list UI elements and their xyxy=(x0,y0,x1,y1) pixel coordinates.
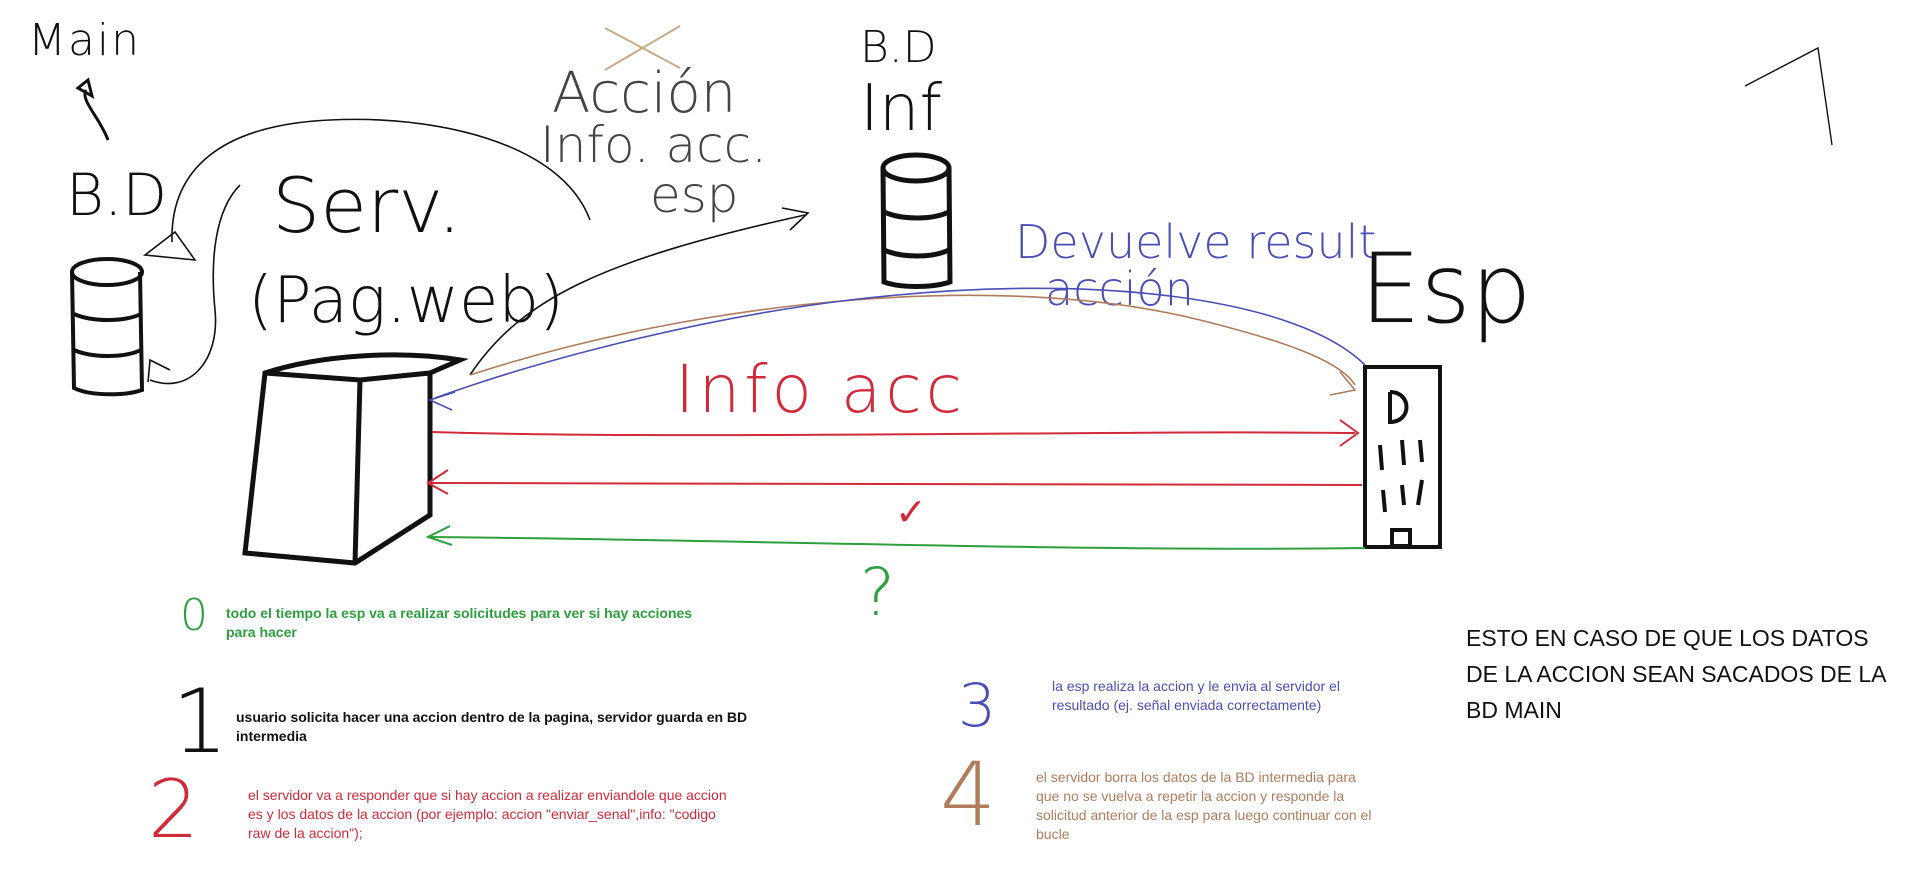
red-request-arrow xyxy=(431,431,1356,437)
bd-main-database-icon xyxy=(70,257,145,397)
step-1-note: usuario solicita hacer una accion dentro… xyxy=(236,709,748,744)
bd-inf-label: B.D xyxy=(860,22,937,73)
question-mark: ? xyxy=(860,554,895,631)
check-mark: ✓ xyxy=(895,490,927,534)
green-poll-arrow xyxy=(429,536,1366,550)
esp-top-label: esp xyxy=(650,166,739,224)
step-3-note: la esp realiza la accion y le envia al s… xyxy=(1052,678,1340,713)
info-acc-mid-label: Info acc xyxy=(675,351,966,428)
diagram-caption: ESTO EN CASO DE QUE LOS DATOS DE LA ACCI… xyxy=(1466,625,1886,723)
server-to-notes-arrow xyxy=(469,214,806,376)
step-number-2: 2 xyxy=(148,763,199,856)
devuelve-label: Devuelve result xyxy=(1015,215,1376,269)
bd-main-label: B.D xyxy=(66,161,167,229)
step-0-note: todo el tiempo la esp va a realizar soli… xyxy=(226,605,693,640)
cross-mark xyxy=(604,25,681,71)
red-return-arrow xyxy=(429,482,1363,486)
step-number-4: 4 xyxy=(940,743,996,846)
info-acc-top-label: Info. acc. xyxy=(540,116,767,174)
step-number-0: 0 xyxy=(180,590,208,641)
bd-inf-database-icon xyxy=(880,152,953,289)
step-2-note: el servidor va a responder que si hay ac… xyxy=(248,787,727,841)
main-to-bd-arrow xyxy=(83,89,110,141)
server-to-bd-main-arrow xyxy=(171,118,591,243)
step-4-note: el servidor borra los datos de la BD int… xyxy=(1036,769,1372,842)
bd-main-to-server-arrow xyxy=(149,184,241,385)
accion-label: Acción xyxy=(552,61,736,126)
stray-stroke xyxy=(1744,46,1833,146)
main-label: Main xyxy=(28,15,141,66)
step-number-1: 1 xyxy=(172,670,228,773)
esp-device-label: Esp xyxy=(1360,233,1532,345)
step-number-3: 3 xyxy=(958,671,996,741)
web-page-label: (Pag.web) xyxy=(248,264,564,338)
server-box xyxy=(242,352,469,566)
brown-response-arrow xyxy=(469,294,1356,386)
server-label: Serv. xyxy=(272,161,461,250)
esp-device-box xyxy=(1363,365,1442,549)
blue-result-arrow xyxy=(434,287,1366,399)
bd-inf-label-2: Inf xyxy=(860,72,942,146)
